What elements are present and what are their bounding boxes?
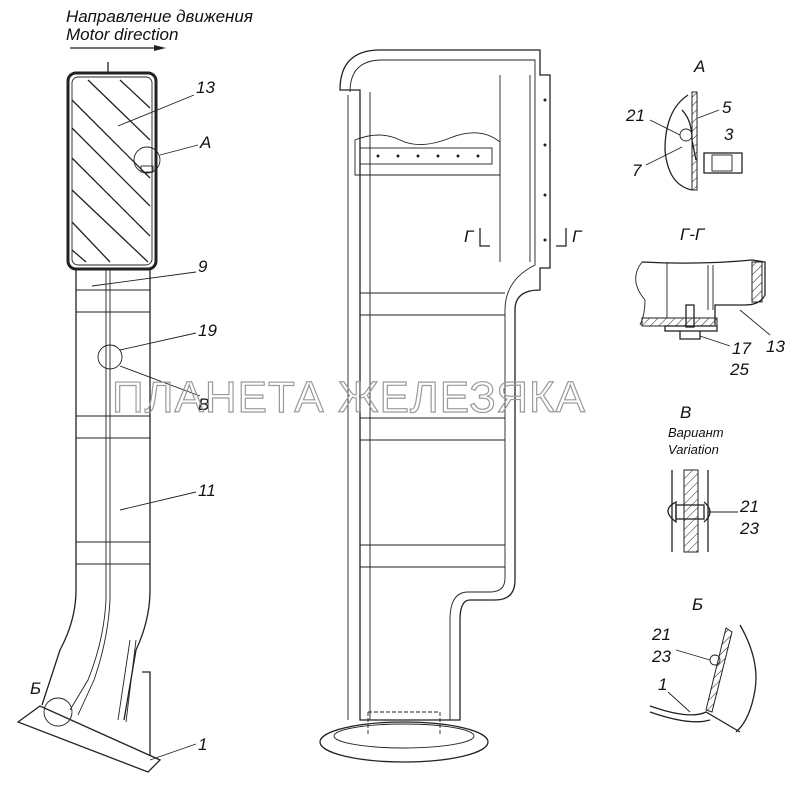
detail-A-title: А <box>693 57 705 76</box>
detail-V-title: В <box>680 403 691 422</box>
part-9-label: 9 <box>198 257 208 276</box>
detail-B-callout: Б <box>30 679 41 698</box>
detail-A-callout: А <box>199 133 211 152</box>
detail-G-G-part-13: 13 <box>766 337 785 356</box>
detail-B-part-1: 1 <box>658 675 667 694</box>
direction-ru-label: Направление движения <box>66 7 253 26</box>
part-1-label: 1 <box>198 735 207 754</box>
detail-G-G-part-17: 17 <box>732 339 751 358</box>
detail-V-callout: В <box>198 395 209 414</box>
detail-V-part-23: 23 <box>739 519 759 538</box>
part-19-label: 19 <box>198 321 217 340</box>
detail-B <box>649 624 757 733</box>
section-G-right-label: Г <box>572 227 583 246</box>
detail-V-part-21: 21 <box>739 497 759 516</box>
mirror-side-view <box>16 62 162 773</box>
detail-A-part-5: 5 <box>722 98 732 117</box>
detail-G-G-part-25: 25 <box>729 360 749 379</box>
detail-A-part-21: 21 <box>625 106 645 125</box>
detail-A-part-7: 7 <box>632 161 642 180</box>
detail-A-part-3: 3 <box>724 125 734 144</box>
direction-arrow-icon <box>70 45 166 51</box>
detail-B-part-21: 21 <box>651 625 671 644</box>
detail-V <box>667 469 711 553</box>
section-G-left-label: Г <box>464 227 475 246</box>
mirror-front-view <box>319 49 551 763</box>
watermark: ПЛАНЕТА ЖЕЛЕЗЯКА <box>112 373 586 422</box>
detail-B-title: Б <box>692 595 703 614</box>
detail-B-part-23: 23 <box>651 647 671 666</box>
detail-G-G-title: Г-Г <box>680 225 706 244</box>
detail-G-G <box>635 259 766 340</box>
direction-en-label: Motor direction <box>66 25 178 44</box>
detail-V-variant-en: Variation <box>668 442 719 457</box>
part-13-label: 13 <box>196 78 215 97</box>
part-11-label: 11 <box>198 481 216 500</box>
detail-V-variant-ru: Вариант <box>668 425 724 440</box>
